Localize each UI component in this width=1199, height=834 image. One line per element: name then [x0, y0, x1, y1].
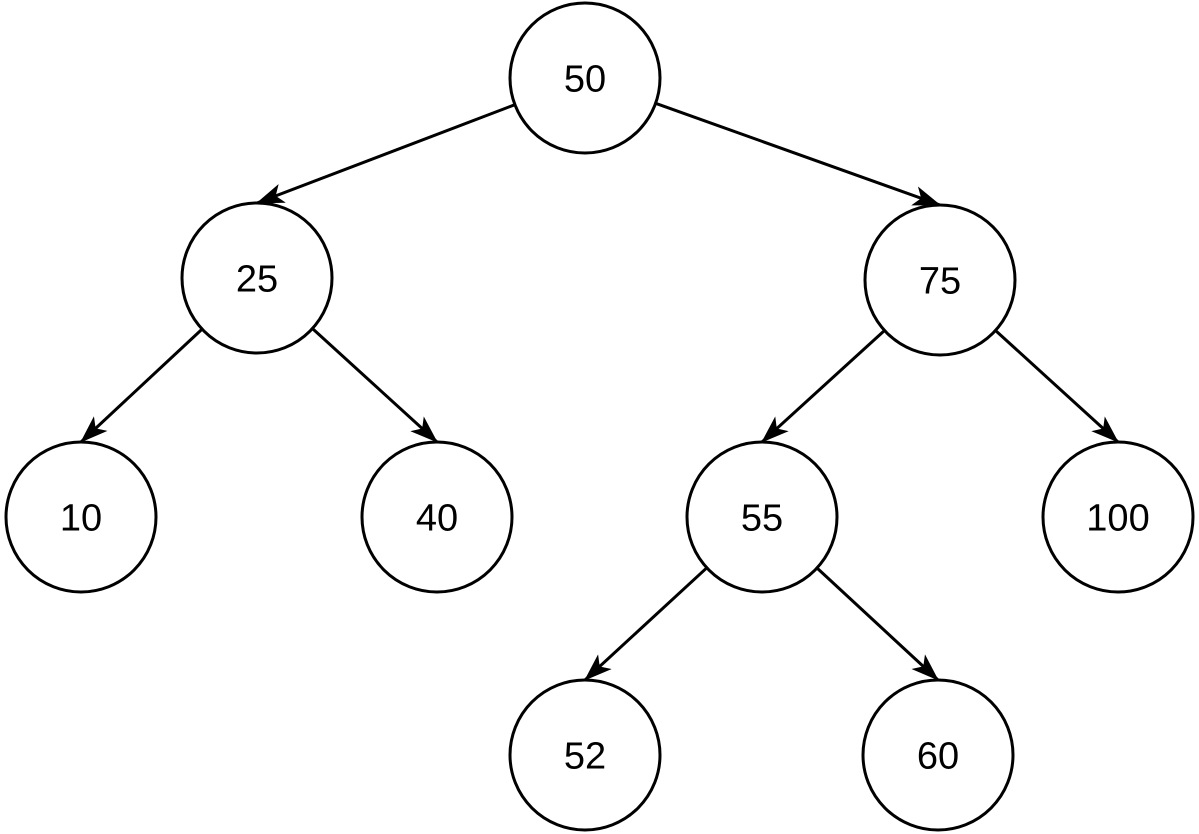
edges-layer — [79, 101, 1120, 682]
tree-node-52: 52 — [508, 678, 662, 832]
node-circle-52 — [508, 678, 662, 832]
node-circle-50 — [508, 1, 662, 155]
node-circle-40 — [360, 440, 514, 594]
node-label-100: 100 — [1086, 497, 1149, 539]
node-label-75: 75 — [919, 260, 961, 302]
tree-node-75: 75 — [863, 203, 1017, 357]
tree-node-100: 100 — [1041, 440, 1195, 594]
node-label-25: 25 — [236, 258, 278, 300]
tree-node-55: 55 — [685, 440, 839, 594]
node-circle-10 — [4, 440, 158, 594]
tree-node-60: 60 — [861, 678, 1015, 832]
node-circle-55 — [685, 440, 839, 594]
edge-55-to-52 — [583, 566, 708, 682]
edge-25-to-40 — [311, 327, 439, 444]
edge-50-to-75 — [655, 101, 941, 207]
edge-25-to-10 — [79, 328, 204, 444]
node-label-50: 50 — [564, 58, 606, 100]
node-circle-100 — [1041, 440, 1195, 594]
edge-75-to-100 — [994, 329, 1120, 444]
nodes-layer: 50 25 75 10 40 55 100 52 60 — [4, 1, 1195, 832]
node-circle-25 — [180, 201, 334, 355]
node-circle-60 — [861, 678, 1015, 832]
edge-55-to-60 — [815, 566, 940, 682]
node-label-52: 52 — [564, 735, 606, 777]
node-label-55: 55 — [741, 497, 783, 539]
tree-node-50: 50 — [508, 1, 662, 155]
node-label-40: 40 — [416, 497, 458, 539]
edge-75-to-55 — [760, 329, 886, 444]
node-label-60: 60 — [917, 735, 959, 777]
tree-node-25: 25 — [180, 201, 334, 355]
node-circle-75 — [863, 203, 1017, 357]
tree-node-40: 40 — [360, 440, 514, 594]
tree-node-10: 10 — [4, 440, 158, 594]
node-label-10: 10 — [60, 497, 102, 539]
edge-50-to-25 — [256, 103, 516, 205]
